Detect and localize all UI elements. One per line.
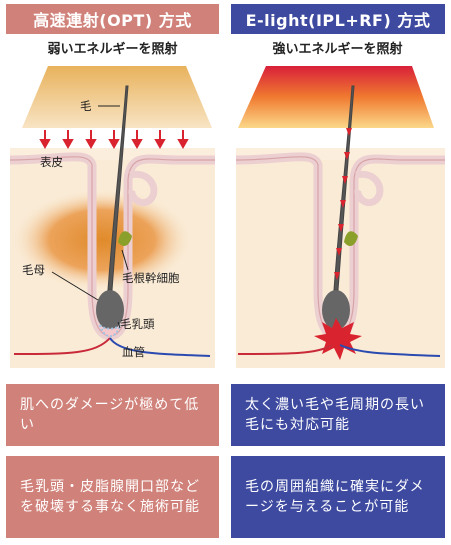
left-box-2: 毛乳頭・皮脂腺開口部などを破壊する事なく施術可能 [6,456,219,538]
hair-shaft [107,85,129,291]
light-source-strong [238,66,434,128]
hair-shaft-right [333,85,355,291]
label-epidermis: 表皮 [40,155,63,169]
energy-arrows [334,128,352,280]
label-dermal-papilla: 毛乳頭 [120,317,155,331]
label-hair-matrix: 毛母 [22,263,45,277]
right-subtitle: 強いエネルギーを照射 [272,42,403,57]
right-box-2: 毛の周囲組織に確実にダメージを与えることが可能 [231,456,445,538]
light-source [22,66,212,128]
stem-cell [118,231,132,247]
heat-zone [14,190,190,290]
right-panel [235,66,445,368]
blood-vessel-red [13,337,111,355]
left-header: 高速連射(OPT) 方式 [6,4,219,34]
stem-cell-right [344,231,358,247]
light-arrows [39,130,189,150]
hair-bulb-right [322,290,350,330]
left-panel [9,66,215,368]
dermal-papilla [99,324,121,338]
left-subtitle: 弱いエネルギーを照射 [47,42,178,57]
right-box-1: 太く濃い毛や毛周期の長い毛にも対応可能 [231,384,445,446]
label-hair: 毛 [80,99,92,113]
blood-vessel-blue-right [339,344,441,357]
hair-bulb [96,290,124,330]
left-box-1: 肌へのダメージが極めて低い [6,384,219,446]
right-header: E-light(IPL+RF) 方式 [231,4,445,34]
label-stem-cell: 毛根幹細胞 [122,271,180,285]
blood-vessel-blue [109,337,211,357]
label-blood-vessel: 血管 [122,345,145,359]
blood-vessel-red-right [237,344,333,355]
